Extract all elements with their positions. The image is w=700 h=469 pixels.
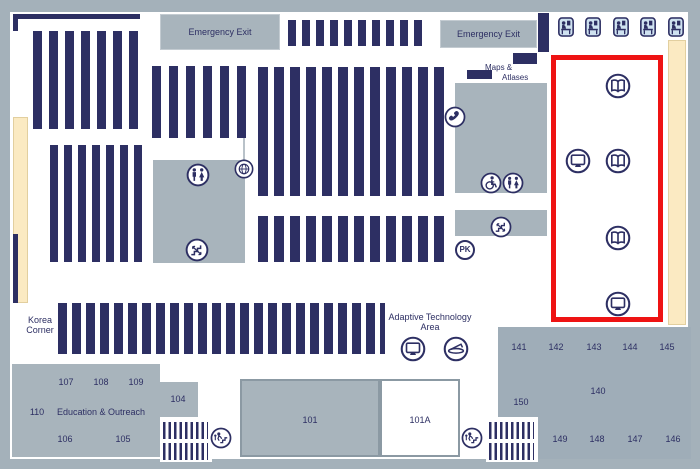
study-carrel-icon xyxy=(558,16,574,38)
room-101a xyxy=(380,379,460,457)
emergency-exit-label: Emergency Exit xyxy=(188,27,252,37)
shelf-block xyxy=(288,20,422,46)
wheelchair-icon xyxy=(480,172,502,194)
window-strip-right xyxy=(668,40,686,325)
room-label-101a: 101A xyxy=(409,415,431,425)
restroom-icon xyxy=(186,163,210,187)
stairs-icon xyxy=(185,238,209,262)
shelf-block xyxy=(50,145,142,262)
wall-segment xyxy=(13,234,18,303)
emergency-exit-right: Emergency Exit xyxy=(440,20,537,48)
computer-icon xyxy=(400,336,426,362)
wall-segment xyxy=(243,138,245,160)
book-icon xyxy=(605,225,631,251)
room-label-141: 141 xyxy=(511,342,527,352)
room-label-148: 148 xyxy=(589,434,605,444)
stairs-icon xyxy=(490,216,512,238)
study-carrel-icon xyxy=(640,16,656,38)
emergency-exit-label: Emergency Exit xyxy=(456,29,521,39)
room-maps-atlases xyxy=(455,83,547,193)
room-label-150: 150 xyxy=(513,397,529,407)
room-label-105: 105 xyxy=(115,434,131,444)
shelf-block xyxy=(33,31,138,129)
room-label-140: 140 xyxy=(590,386,606,396)
shelf-block xyxy=(58,303,385,354)
room-label-142: 142 xyxy=(548,342,564,352)
shelf-block xyxy=(152,66,246,138)
room-label-109: 109 xyxy=(128,377,144,387)
stair-treads xyxy=(163,422,208,439)
globe-icon xyxy=(234,159,254,179)
exit-stairs-icon xyxy=(210,427,232,449)
computer-icon xyxy=(565,148,591,174)
book-icon xyxy=(605,73,631,99)
computer-icon xyxy=(605,291,631,317)
room-label-149: 149 xyxy=(552,434,568,444)
wall-segment xyxy=(13,14,18,31)
shelf-block xyxy=(258,67,444,196)
adaptive-technology-label: Adaptive Technology Area xyxy=(388,312,472,332)
wall-segment xyxy=(13,14,140,19)
exit-stairs-icon xyxy=(461,427,483,449)
phone-icon xyxy=(444,106,466,128)
scanner-icon xyxy=(443,336,469,362)
room-label-143: 143 xyxy=(586,342,602,352)
wall-segment xyxy=(538,13,549,52)
wall-segment xyxy=(513,53,537,64)
shelf-block xyxy=(258,216,444,262)
room-label-101: 101 xyxy=(302,415,318,425)
room-label-108: 108 xyxy=(93,377,109,387)
education-outreach-label: Education & Outreach xyxy=(56,407,146,417)
room-label-146: 146 xyxy=(665,434,681,444)
room-label-144: 144 xyxy=(622,342,638,352)
highlight-rectangle xyxy=(551,55,663,322)
room-label-104: 104 xyxy=(170,394,186,404)
emergency-exit-left: Emergency Exit xyxy=(160,14,280,50)
stair-treads xyxy=(163,443,208,460)
korea-corner-label: Korea Corner xyxy=(26,315,54,335)
study-carrel-icon xyxy=(668,16,684,38)
restroom-icon xyxy=(502,172,524,194)
pk-marker: PK xyxy=(455,240,475,260)
room-101 xyxy=(240,379,380,457)
room-education-outreach xyxy=(12,364,160,457)
wall-segment xyxy=(467,70,492,79)
maps-atlases-label: Maps & Atlases xyxy=(485,63,529,82)
stair-treads xyxy=(489,422,534,439)
study-carrel-icon xyxy=(585,16,601,38)
room-label-147: 147 xyxy=(627,434,643,444)
room-label-107: 107 xyxy=(58,377,74,387)
room-label-110: 110 xyxy=(29,407,45,417)
room-label-145: 145 xyxy=(659,342,675,352)
room-label-106: 106 xyxy=(57,434,73,444)
study-carrel-icon xyxy=(613,16,629,38)
stair-treads xyxy=(489,443,534,460)
book-icon xyxy=(605,148,631,174)
